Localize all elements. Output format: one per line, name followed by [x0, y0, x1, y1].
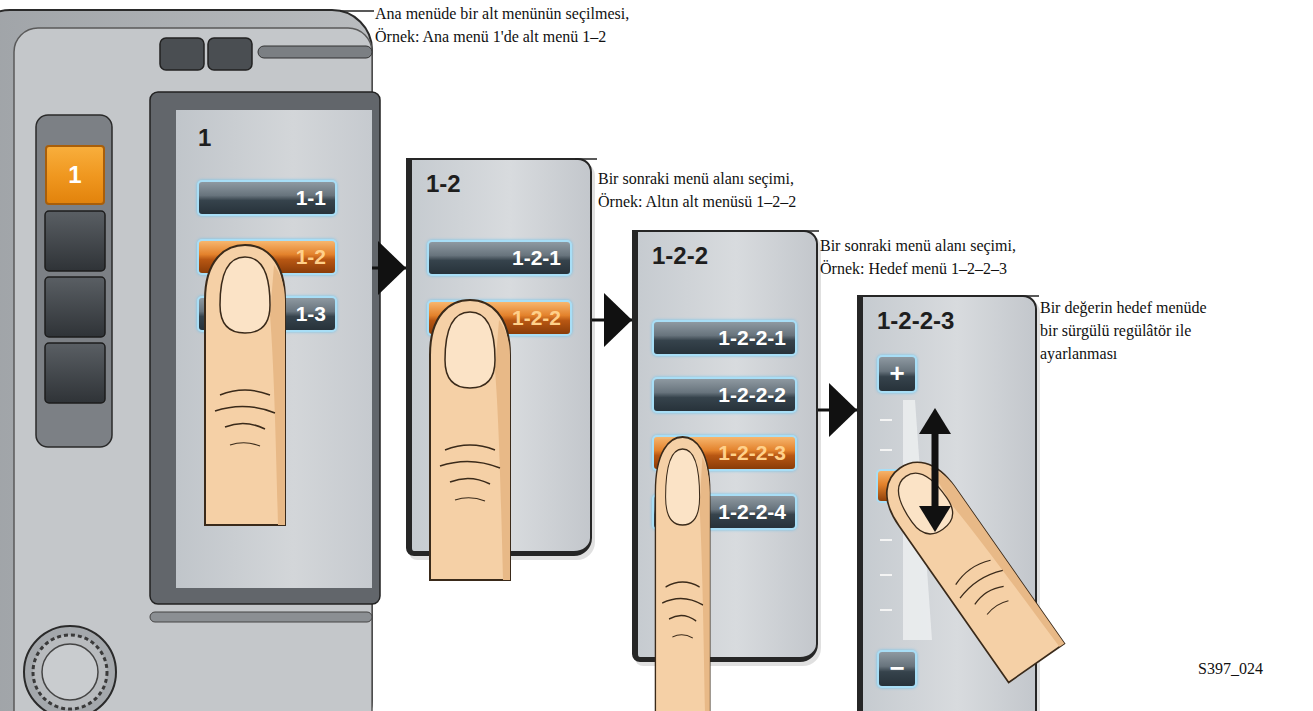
menu-button: 1-2-1 — [427, 240, 572, 276]
button-label: + — [879, 357, 915, 390]
button-label: 1-3 — [199, 298, 335, 330]
panel-heading: 1 — [198, 124, 211, 152]
button-label: 1-2-2-4 — [654, 496, 795, 528]
menu-button: 1-2-2-4 — [652, 494, 797, 530]
menu-panel: 1-2-2 1-2-2-1 1-2-2-2 1-2-2-3 1-2-2-4 — [632, 230, 818, 662]
leader-line — [1020, 295, 1039, 297]
hardware-key — [45, 211, 105, 271]
step-arrow — [592, 319, 632, 322]
button-label: 1-2-2 — [429, 302, 570, 334]
hardware-key: 1 — [45, 145, 105, 205]
key-label: 1 — [47, 147, 103, 203]
button-label: 1-2-2-2 — [654, 379, 795, 411]
knob-cap — [42, 644, 98, 700]
slider-button: − — [877, 650, 917, 688]
rotary-knob — [24, 626, 116, 711]
double-arrow — [919, 408, 951, 532]
panel-heading: 1-2-2-3 — [877, 307, 954, 335]
top-button — [208, 38, 252, 70]
slider-button: + — [877, 355, 917, 393]
menu-panel: 1-2 1-2-1 1-2-2 — [406, 158, 592, 556]
leader-line — [340, 10, 374, 12]
menu-button: 1-2-2 — [427, 300, 572, 336]
button-label: 1-2-1 — [429, 242, 570, 274]
leader-line — [575, 158, 597, 160]
leader-line — [800, 230, 819, 232]
panel-heading: 1-2-2 — [652, 242, 708, 270]
slider-handle — [877, 470, 917, 502]
slider-ticks — [880, 420, 892, 610]
pressing-finger — [655, 437, 709, 711]
figure-code: S397_024 — [1198, 657, 1308, 680]
button-label: 1-2-2-1 — [654, 322, 795, 354]
step-arrow — [372, 267, 406, 270]
menu-button: 1-2 — [197, 239, 337, 275]
card-slot — [150, 612, 372, 622]
device-body — [0, 10, 372, 711]
disc-slot — [258, 46, 372, 58]
button-label: 1-2-2-3 — [654, 437, 795, 469]
panel-heading: 1-2 — [426, 170, 461, 198]
menu-button: 1-2-2-3 — [652, 435, 797, 471]
top-button — [160, 38, 204, 70]
callout-text: Ana menüde bir alt menünün seçilmesi, Ör… — [375, 2, 650, 48]
pressing-finger — [430, 300, 510, 580]
button-label: 1-1 — [199, 182, 335, 214]
screen-panel: 1 1-1 1-2 1-3 — [176, 110, 372, 588]
target-panel: 1-2-2-3 + − — [857, 295, 1037, 711]
callout-text: Bir sonraki menü alanı seçimi, Örnek: Al… — [598, 167, 820, 213]
hardware-key — [45, 343, 105, 403]
screen-bezel — [150, 92, 380, 604]
button-label: − — [879, 652, 915, 685]
callout-text: Bir değerin hedef menüde bir sürgülü reg… — [1040, 296, 1218, 365]
menu-button: 1-2-2-2 — [652, 377, 797, 413]
knob-ring — [33, 635, 107, 709]
menu-button: 1-3 — [197, 296, 337, 332]
hardware-key — [45, 277, 105, 337]
slider-track — [903, 400, 932, 640]
sliding-finger — [872, 448, 1064, 682]
key-frame — [36, 115, 112, 447]
callout-text: Bir sonraki menü alanı seçimi, Örnek: He… — [820, 234, 1042, 280]
menu-button: 1-1 — [197, 180, 337, 216]
device-face — [14, 28, 372, 711]
step-arrow — [818, 409, 857, 412]
menu-button: 1-2-2-1 — [652, 320, 797, 356]
pressing-finger — [205, 245, 285, 525]
button-label: 1-2 — [199, 241, 335, 273]
